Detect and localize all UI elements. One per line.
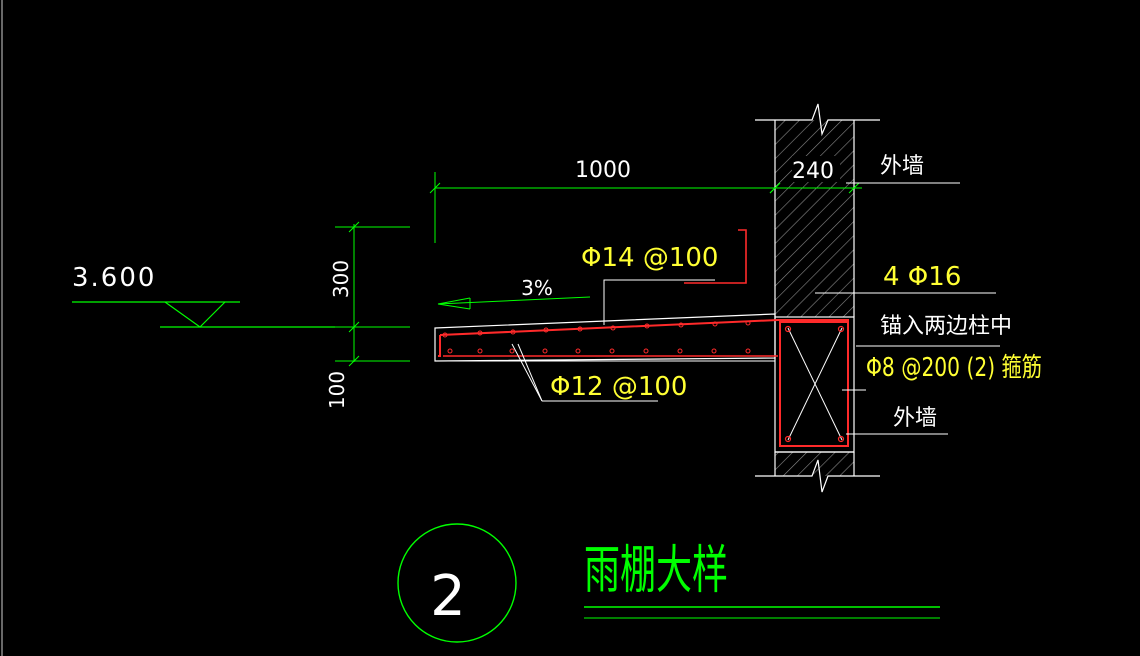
slope-text: 3% [521,276,553,300]
detail-number-circle [397,523,517,643]
top-rebar [439,319,849,378]
break-line-bottom [755,459,880,493]
top-bar-hook-marker [684,229,747,284]
outer-wall-label-bottom: 外墙 [893,406,937,431]
dim-1000-text: 1000 [575,158,631,183]
dim-240-text: 240 [792,159,834,184]
bottom-bar-label: Φ12 @100 [550,372,687,402]
dimension-240 [769,182,862,194]
detail-number: 2 [430,564,466,629]
dim-100-text: 100 [325,371,349,409]
beam-main-bar [784,325,792,333]
dimension-vertical [335,221,410,367]
bottom-bar-leader [511,343,658,402]
outer-wall-label-top: 外墙 [880,154,924,179]
distribution-bars [442,320,751,354]
right-leaders [815,182,1000,435]
dim-300-text: 300 [329,260,353,298]
break-line-top [755,103,880,137]
beam-main-bar [784,435,792,443]
beam-main-bar [837,325,845,333]
canopy-slab [434,313,849,378]
beam-main-bar [837,435,845,443]
dimension-1000 [429,172,790,243]
top-rebar [438,335,441,357]
top-bar-leader [603,279,715,325]
top-bar-label: Φ14 @100 [581,243,718,273]
detail-title: 雨棚大样 [584,541,728,601]
elevation-marker [72,301,335,328]
stirrup [779,321,849,447]
slope-arrow [437,296,591,310]
stirrup-label: Φ8 @200 (2) 箍筋 [866,353,1042,383]
ring-beam [774,316,855,453]
exterior-wall [755,103,880,493]
elevation-text: 3.600 [72,263,156,293]
beam-main-bar-label: 4 Φ16 [883,262,961,292]
anchor-note: 锚入两边柱中 [880,314,1012,339]
